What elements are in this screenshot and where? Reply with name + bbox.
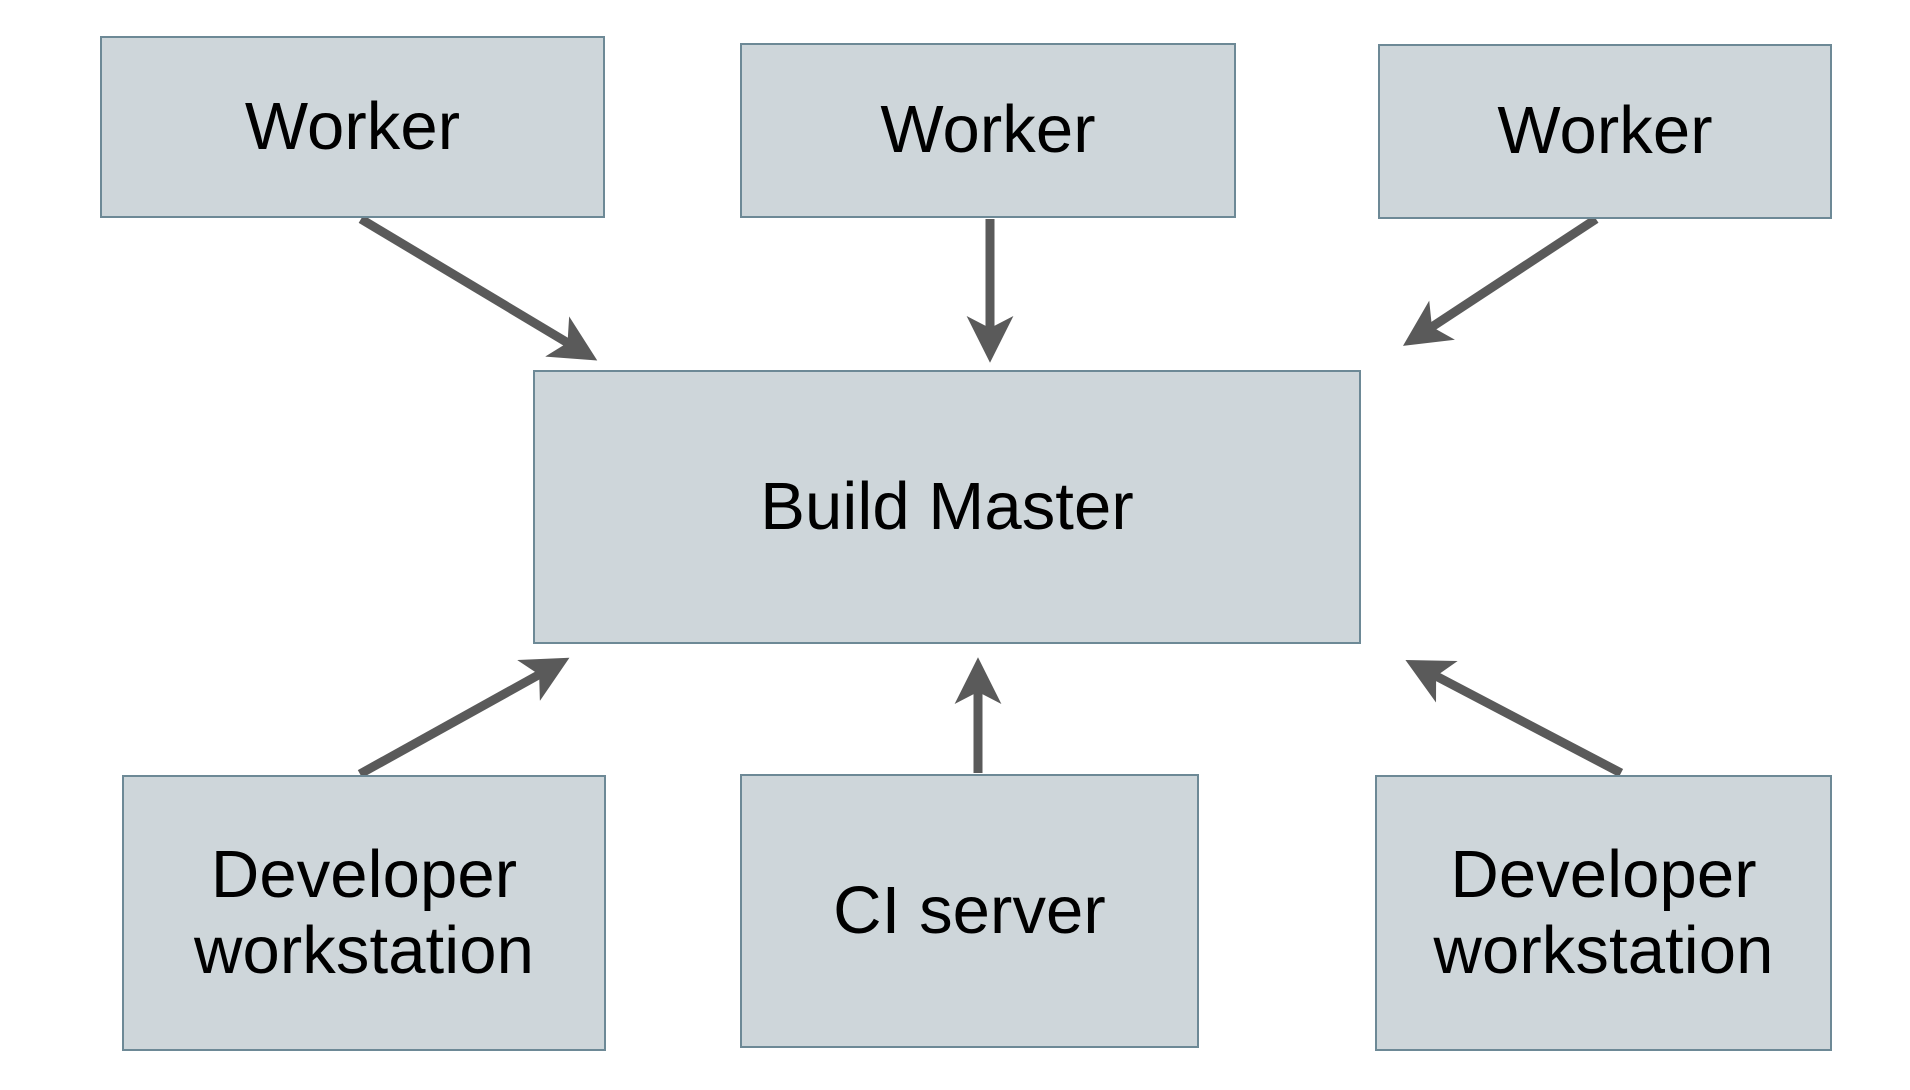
- node-worker-right-label: Worker: [1497, 93, 1713, 169]
- node-developer-workstation-left[interactable]: Developer workstation: [122, 775, 606, 1051]
- node-worker-right[interactable]: Worker: [1378, 44, 1832, 219]
- node-ci-server[interactable]: CI server: [740, 774, 1199, 1048]
- arrow-worker-left-to-build-master: [358, 215, 598, 361]
- node-build-master[interactable]: Build Master: [533, 370, 1361, 644]
- node-developer-workstation-right[interactable]: Developer workstation: [1375, 775, 1832, 1051]
- node-worker-middle-label: Worker: [880, 92, 1096, 168]
- node-developer-workstation-right-label: Developer workstation: [1433, 836, 1774, 988]
- node-worker-left[interactable]: Worker: [100, 36, 605, 218]
- node-worker-middle[interactable]: Worker: [740, 43, 1236, 218]
- node-worker-left-label: Worker: [244, 88, 461, 164]
- arrow-worker-right-to-build-master: [1402, 215, 1599, 346]
- node-developer-workstation-left-label: Developer workstation: [194, 836, 534, 988]
- node-ci-server-label: CI server: [833, 872, 1106, 948]
- node-build-master-label: Build Master: [760, 468, 1134, 544]
- arrow-dev-left-to-build-master: [357, 657, 570, 778]
- arrow-dev-right-to-build-master: [1405, 659, 1624, 777]
